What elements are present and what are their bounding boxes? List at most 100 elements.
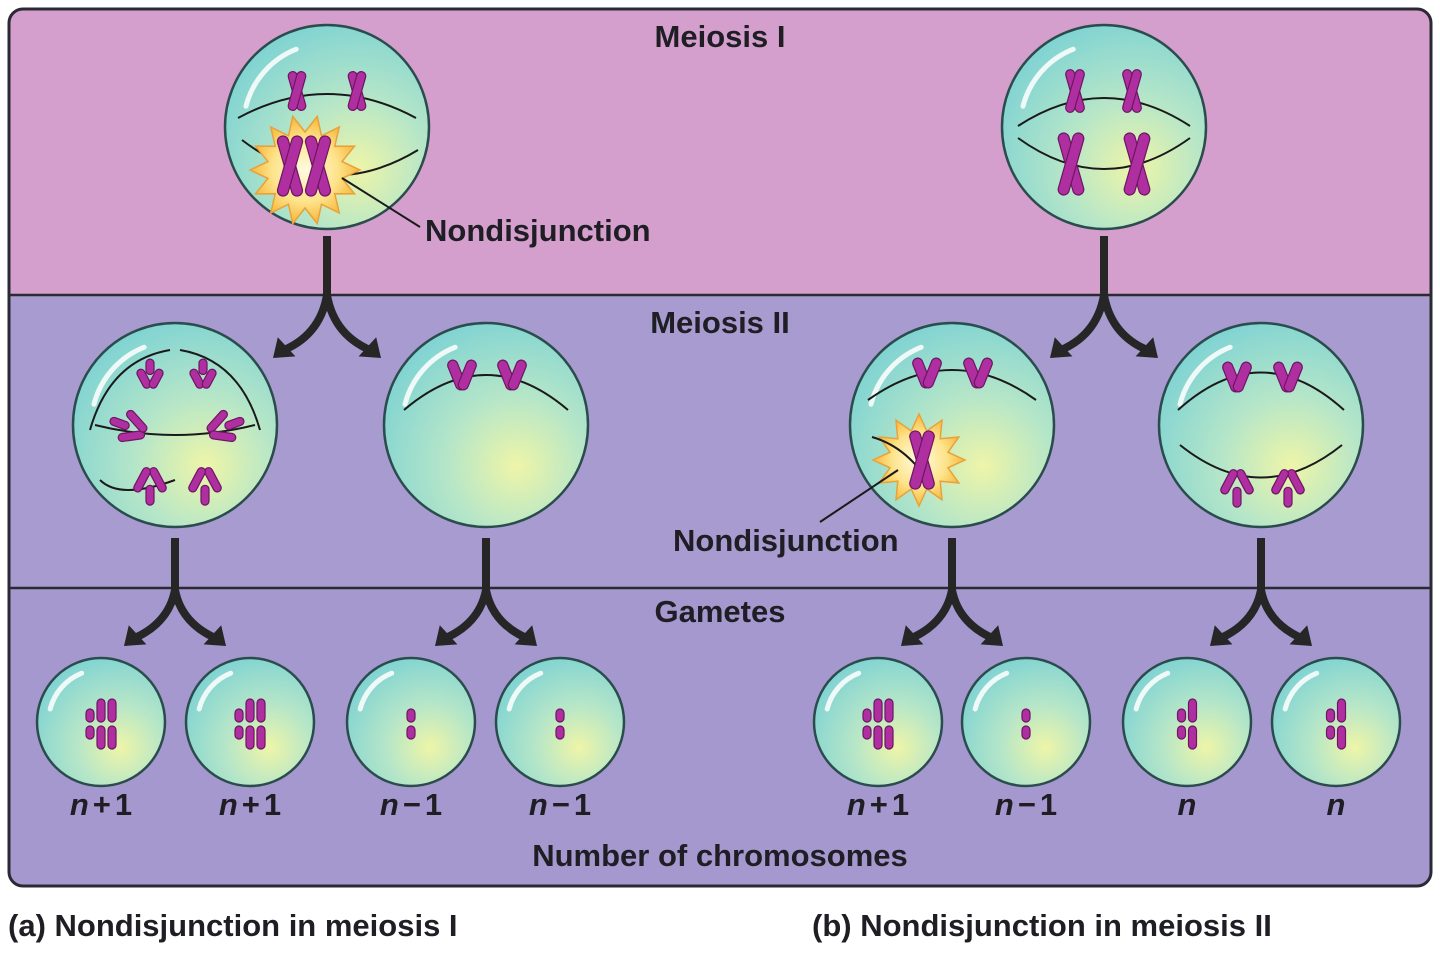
meiosis1-cell-a (223, 23, 431, 231)
cell-membrane (848, 321, 1056, 529)
arrowhead (273, 337, 296, 358)
cell-highlight (402, 344, 458, 407)
chromosome-arm (1187, 725, 1198, 750)
chromosome-icon (347, 71, 367, 111)
split-arrow-icon (273, 236, 381, 358)
chromatid (148, 368, 164, 389)
chromatid (1271, 469, 1289, 495)
chromosome-arm (884, 698, 894, 723)
chromosome-arm (256, 725, 266, 750)
meiosis2-cell-2 (382, 321, 590, 529)
cell-membrane (71, 321, 279, 529)
chromosome-icon (206, 409, 245, 443)
chromatid (287, 71, 307, 111)
chromatid (189, 368, 205, 389)
split-arrow-icon (435, 538, 537, 646)
split-arrow-icon (1210, 538, 1312, 646)
cell-highlight (196, 670, 234, 712)
chromatid (1123, 132, 1151, 196)
chromosome-arm (1021, 725, 1031, 740)
arrowhead (1135, 337, 1158, 358)
chromatid (347, 71, 367, 111)
chromosome-icon (912, 357, 942, 389)
chromatid (1283, 486, 1293, 508)
chromosome-arm (96, 725, 106, 750)
chromosome-arm (1176, 725, 1187, 740)
gamete-count-6: n−1 (995, 787, 1057, 822)
chromosome-arm (406, 708, 416, 723)
chromosome-icon (963, 357, 993, 389)
chromatid (145, 484, 155, 506)
split-arrow-icon (1050, 236, 1158, 358)
chromatid (1232, 486, 1242, 508)
cell-highlight (357, 670, 395, 712)
chromatid (136, 368, 152, 389)
cells-layer (35, 23, 1402, 788)
meiosis2-cell-3 (848, 321, 1056, 529)
cell-membrane (382, 321, 590, 529)
caption-b: (b) Nondisjunction in meiosis II (812, 908, 1272, 943)
chromatid (1283, 361, 1303, 393)
arrows-layer (124, 236, 1312, 646)
chromosome-icon (497, 359, 527, 391)
gamete-2 (184, 656, 316, 788)
chromosome-icon (304, 135, 332, 197)
callout-line-a (341, 177, 421, 228)
chromatid (1065, 69, 1085, 113)
arrowhead (1210, 625, 1233, 646)
chromosome-arm (1021, 708, 1031, 723)
chromosome-arm (1336, 698, 1347, 723)
cell-membrane (1121, 656, 1253, 788)
arrowhead (980, 625, 1003, 646)
chromosome-icon (1336, 698, 1347, 750)
meiosis1-title: Meiosis I (655, 19, 786, 54)
spindle-fiber (179, 349, 261, 431)
chromosome-arm (245, 725, 255, 750)
chromatid (117, 430, 146, 443)
callout-line-b (819, 469, 899, 523)
spindle-fiber (1017, 137, 1191, 170)
chromosome-icon (1271, 469, 1305, 508)
chromosome-arm (234, 708, 244, 723)
chromosome-arm (1325, 708, 1336, 723)
chromatid (198, 358, 208, 376)
chromosome-arm (873, 725, 883, 750)
chromatid (276, 135, 304, 197)
cell-highlight (1177, 344, 1233, 407)
spindle-fiber (94, 424, 256, 436)
caption-a: (a) Nondisjunction in meiosis I (8, 908, 458, 943)
chromosome-icon (909, 430, 935, 490)
cell-highlight (1020, 46, 1076, 109)
chromosome-icon (406, 708, 416, 740)
gamete-count-4: n−1 (529, 787, 591, 822)
chromosome-arm (1325, 725, 1336, 740)
chromosome-icon (873, 698, 883, 750)
chromatid (909, 430, 935, 490)
meiosis2-cell-4 (1157, 321, 1365, 529)
chromatid (201, 368, 217, 389)
chromosome-icon (133, 467, 167, 506)
chromosome-icon (85, 708, 95, 740)
gametes-title: Gametes (655, 594, 786, 629)
gamete-3 (345, 656, 477, 788)
chromosome-arm (107, 698, 117, 723)
arrowhead (514, 625, 537, 646)
chromosome-arm (884, 725, 894, 750)
chromatid (922, 357, 942, 389)
chromosome-arm (555, 725, 565, 740)
chromatid (126, 409, 148, 433)
spindle-fiber (1177, 371, 1345, 411)
chromosome-icon (1273, 361, 1303, 393)
cell-highlight (243, 46, 299, 109)
cell-highlight (506, 670, 544, 712)
cell-highlight (47, 670, 85, 712)
chromosome-arm (1187, 698, 1198, 723)
chromatid (1122, 69, 1142, 113)
chromatid (188, 467, 206, 493)
chromosome-icon (188, 467, 222, 506)
chromatid (973, 357, 993, 389)
chromosome-arm (406, 725, 416, 740)
arrowhead (901, 625, 924, 646)
gamete-4 (494, 656, 626, 788)
